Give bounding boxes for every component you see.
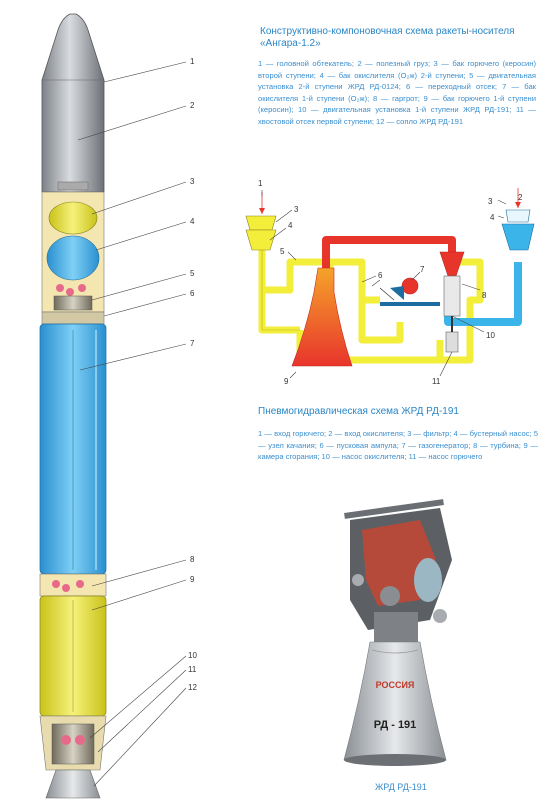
pneumo-callout-5: 5 — [280, 247, 285, 256]
pneumo-callout-3-ox: 3 — [488, 197, 493, 206]
pneumohydraulic-scheme — [245, 188, 535, 367]
first-stage-fuel-tank — [39, 595, 107, 717]
rocket-callout-12: 12 — [188, 683, 197, 692]
engine-label: РД - 191 — [374, 719, 417, 731]
rocket-callout-lines — [77, 61, 187, 787]
pneumo-callout-1: 1 — [258, 179, 263, 188]
rocket-callout-10: 10 — [188, 651, 197, 660]
fuel-pump — [445, 331, 459, 353]
rocket-callout-7: 7 — [190, 339, 195, 348]
payload-fairing — [41, 13, 105, 193]
second-stage — [41, 191, 105, 325]
rocket-callout-1: 1 — [190, 57, 195, 66]
gargrot — [39, 573, 107, 597]
pneumo-callout-3: 3 — [294, 205, 299, 214]
pneumo-callout-10: 10 — [486, 331, 495, 340]
engine-brand: РОССИЯ — [376, 680, 415, 690]
pneumo-scheme-legend: 1 — вход горючего; 2 — вход окислителя; … — [258, 429, 538, 461]
pneumo-callout-lines — [261, 190, 507, 379]
first-stage-engine — [51, 723, 95, 765]
pneumo-callout-numbers: 1 2 3 4 5 6 7 8 9 10 11 3 4 — [258, 179, 523, 386]
oxidizer-pump — [443, 275, 461, 317]
rocket-callout-11: 11 — [188, 665, 197, 674]
oxidizer-tank-2nd-stage — [46, 235, 100, 281]
engine-photo: РОССИЯ РД - 191 — [343, 499, 452, 766]
pneumo-callout-4: 4 — [288, 221, 293, 230]
rocket-callout-9: 9 — [190, 575, 195, 584]
rocket-callout-4: 4 — [190, 217, 195, 226]
rocket-scheme-legend: 1 — головной обтекатель; 2 — полезный гр… — [258, 59, 536, 126]
pneumo-callout-7: 7 — [420, 265, 425, 274]
combustion-chamber — [291, 267, 353, 367]
gas-generator — [401, 277, 419, 295]
rocket-callout-6: 6 — [190, 289, 195, 298]
pneumo-scheme-title: Пневмогидравлическая схема ЖРД РД-191 — [258, 406, 459, 417]
first-stage-oxidizer-tank — [39, 323, 107, 575]
rocket-callout-2: 2 — [190, 101, 195, 110]
interstage — [41, 311, 105, 325]
pneumo-callout-2: 2 — [518, 193, 523, 202]
fuel-tank-2nd-stage — [48, 201, 98, 235]
engine-nozzle — [343, 641, 447, 761]
photo-caption: ЖРД РД-191 — [375, 782, 427, 792]
pneumo-callout-6: 6 — [378, 271, 383, 280]
rocket-callout-5: 5 — [190, 269, 195, 278]
second-stage-engine — [53, 295, 93, 311]
rocket-scheme-title: Конструктивно-компоновочная схема ракеты… — [260, 26, 515, 49]
rocket-callout-3: 3 — [190, 177, 195, 186]
tail-section — [39, 715, 107, 799]
rocket-callout-8: 8 — [190, 555, 195, 564]
pneumo-callout-11: 11 — [432, 377, 441, 386]
pneumo-callout-8: 8 — [482, 291, 487, 300]
pneumo-callout-4-ox: 4 — [490, 213, 495, 222]
rocket-callout-numbers: 1 2 3 4 5 6 7 8 9 10 11 12 — [188, 57, 197, 692]
pneumo-callout-9: 9 — [284, 377, 289, 386]
first-stage-nozzle — [45, 769, 101, 799]
